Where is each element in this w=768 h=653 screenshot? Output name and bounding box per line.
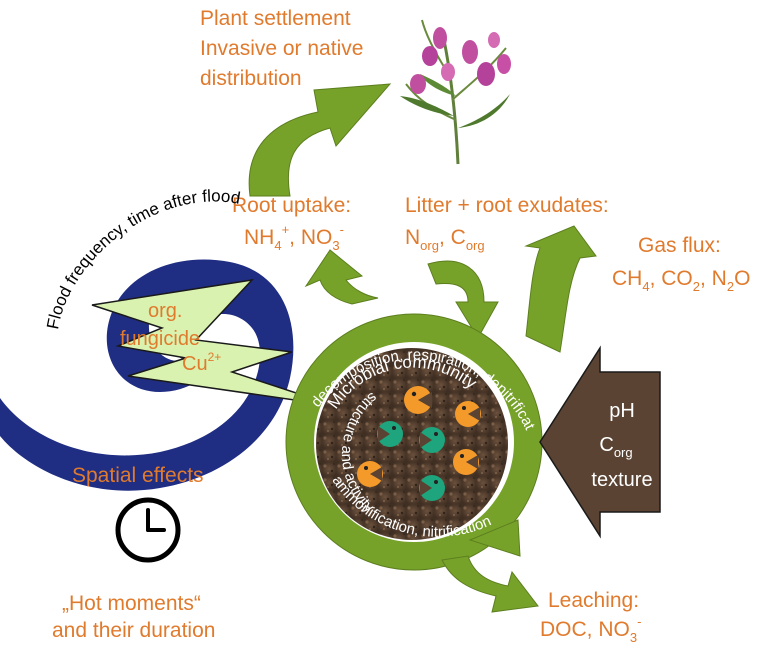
root-uptake-title: Root uptake: [232, 194, 351, 217]
stressor-label: org. fungicide Cu2+ [120, 300, 221, 375]
root-uptake-label: Root uptake: NH4+, NO3- [232, 194, 351, 253]
leaching-title: Leaching: [548, 589, 639, 612]
litter-label: Litter + root exudates: Norg, Corg [405, 194, 609, 253]
microbe-teal [419, 475, 445, 501]
gas-flux-formula: CH4, CO2, N2O [612, 267, 750, 294]
copper-label: Cu2+ [182, 350, 221, 375]
gas-flux-label: Gas flux: CH4, CO2, N2O [612, 234, 750, 294]
top-line-2: Invasive or native [200, 37, 363, 60]
soil-core [316, 348, 508, 540]
leaching-formula: DOC, NO3- [540, 614, 641, 645]
leaching-label: Leaching: DOC, NO3- [540, 589, 641, 645]
fungicide-line-1: org. [148, 300, 182, 322]
green-arrows [248, 83, 597, 353]
microbe-orange [453, 449, 479, 475]
plant-settlement-label: Plant settlement Invasive or native dist… [200, 7, 363, 90]
litter-formula: Norg, Corg [405, 226, 485, 253]
microbe-orange [357, 461, 383, 487]
microbe-orange [404, 386, 432, 414]
soil-corg: Corg [599, 434, 632, 460]
gas-flux-title: Gas flux: [638, 234, 721, 257]
clock-icon [115, 497, 181, 563]
microbe-teal [377, 421, 403, 447]
microbe-teal [419, 427, 445, 453]
litter-title: Litter + root exudates: [405, 194, 609, 217]
top-line-3: distribution [200, 67, 302, 90]
fungicide-line-2: fungicide [120, 328, 200, 350]
hot-moments-line-2: and their duration [52, 619, 215, 642]
microbes [357, 386, 481, 501]
soil-texture: texture [591, 469, 652, 491]
plant-illustration [400, 19, 511, 165]
soil-properties-arrow [539, 345, 661, 539]
root-uptake-formula: NH4+, NO3- [244, 222, 344, 253]
soil-ph: pH [609, 400, 635, 422]
top-line-1: Plant settlement [200, 7, 351, 30]
spatial-effects-label: Spatial effects [72, 464, 204, 487]
hot-moments-line-1: „Hot moments“ [62, 592, 201, 615]
soil-properties-label: pH Corg texture [591, 400, 652, 491]
microbe-orange [455, 401, 481, 427]
